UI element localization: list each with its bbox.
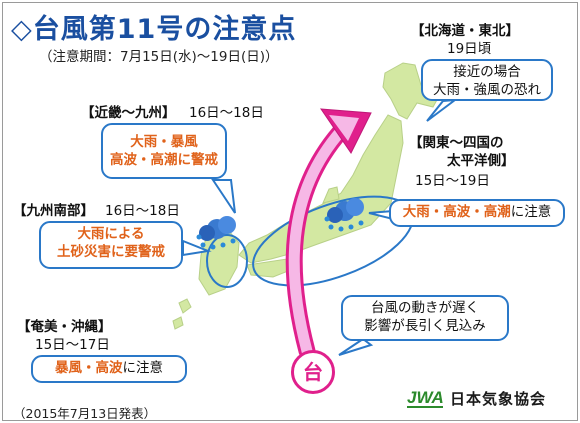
region-label-kanto-line2: 太平洋側】 — [447, 153, 515, 169]
kinki-callout-pointer — [211, 179, 236, 214]
kyushu-callout-pointer — [182, 239, 212, 257]
callout-outlook-line1: 台風の動きが遅く — [371, 300, 479, 316]
callout-kinki: 大雨・暴風 高波・高潮に警戒 — [101, 123, 227, 179]
callout-kyushu-line1: 大雨による — [77, 226, 145, 242]
callout-amami: 暴風・高波に注意 — [31, 355, 187, 383]
japan-map — [172, 62, 459, 360]
region-date-kanto: 15日〜19日 — [415, 173, 490, 189]
kyushu-south-area-ring — [206, 234, 248, 288]
callout-kinki-line1: 大雨・暴風 — [130, 134, 198, 150]
region-label-kinki: 【近畿〜九州】 — [81, 105, 176, 121]
callout-outlook: 台風の動きが遅く 影響が長引く見込み — [341, 295, 509, 341]
region-date-amami: 15日〜17日 — [35, 337, 110, 353]
typhoon-track-arrowhead-inner — [329, 115, 359, 141]
region-date-kinki: 16日〜18日 — [189, 105, 264, 121]
hokkaido-island — [382, 62, 444, 120]
callout-kanto: 大雨・高波・高潮に注意 — [389, 199, 565, 227]
shikoku-island — [246, 258, 294, 278]
jwa-logo: JWA — [407, 388, 444, 408]
noto-peninsula — [322, 186, 340, 204]
region-date-kyushu-south: 16日〜18日 — [105, 203, 180, 219]
typhoon-position-marker: 台 — [291, 350, 335, 394]
callout-amami-warning: 暴風・高波 — [55, 360, 123, 376]
callout-kanto-warning: 大雨・高波・高潮 — [402, 204, 511, 220]
outlook-callout-pointer — [338, 337, 374, 356]
callout-hokkaido: 接近の場合 大雨・強風の恐れ — [421, 59, 553, 101]
callout-kyushu-line2: 土砂災害に要警戒 — [57, 244, 165, 260]
callout-hokkaido-line2: 大雨・強風の恐れ — [433, 82, 541, 98]
region-label-hokkaido: 【北海道・東北】 — [411, 23, 519, 39]
jwa-logo-mark: JWA — [407, 388, 444, 407]
region-label-kyushu-south: 【九州南部】 — [13, 203, 94, 219]
region-label-kanto-line1: 【関東〜四国の — [409, 135, 504, 151]
callout-amami-tail: に注意 — [122, 360, 164, 376]
region-label-amami: 【奄美・沖縄】 — [17, 319, 112, 335]
callout-kyushu-south: 大雨による 土砂災害に要警戒 — [39, 221, 183, 269]
callout-outlook-line2: 影響が長引く見込み — [364, 318, 486, 334]
region-date-hokkaido: 19日頃 — [447, 41, 492, 57]
warning-period: （注意期間：7月15日(水)〜19日(日)） — [39, 49, 279, 65]
callout-kanto-tail: に注意 — [510, 204, 552, 220]
typhoon-track-arrow-inner — [288, 125, 347, 357]
amami-islands — [172, 298, 192, 330]
issued-date: （2015年7月13日発表） — [13, 406, 157, 421]
rain-cloud-icon — [324, 198, 364, 232]
rain-cloud-icon — [196, 216, 236, 250]
jwa-organization-name: 日本気象協会 — [450, 390, 547, 408]
callout-kinki-line2: 高波・高潮に警戒 — [110, 152, 218, 168]
callout-hokkaido-line1: 接近の場合 — [453, 64, 521, 80]
page-title: ◇台風第11号の注意点 — [11, 14, 297, 45]
honshu-island — [238, 114, 404, 264]
